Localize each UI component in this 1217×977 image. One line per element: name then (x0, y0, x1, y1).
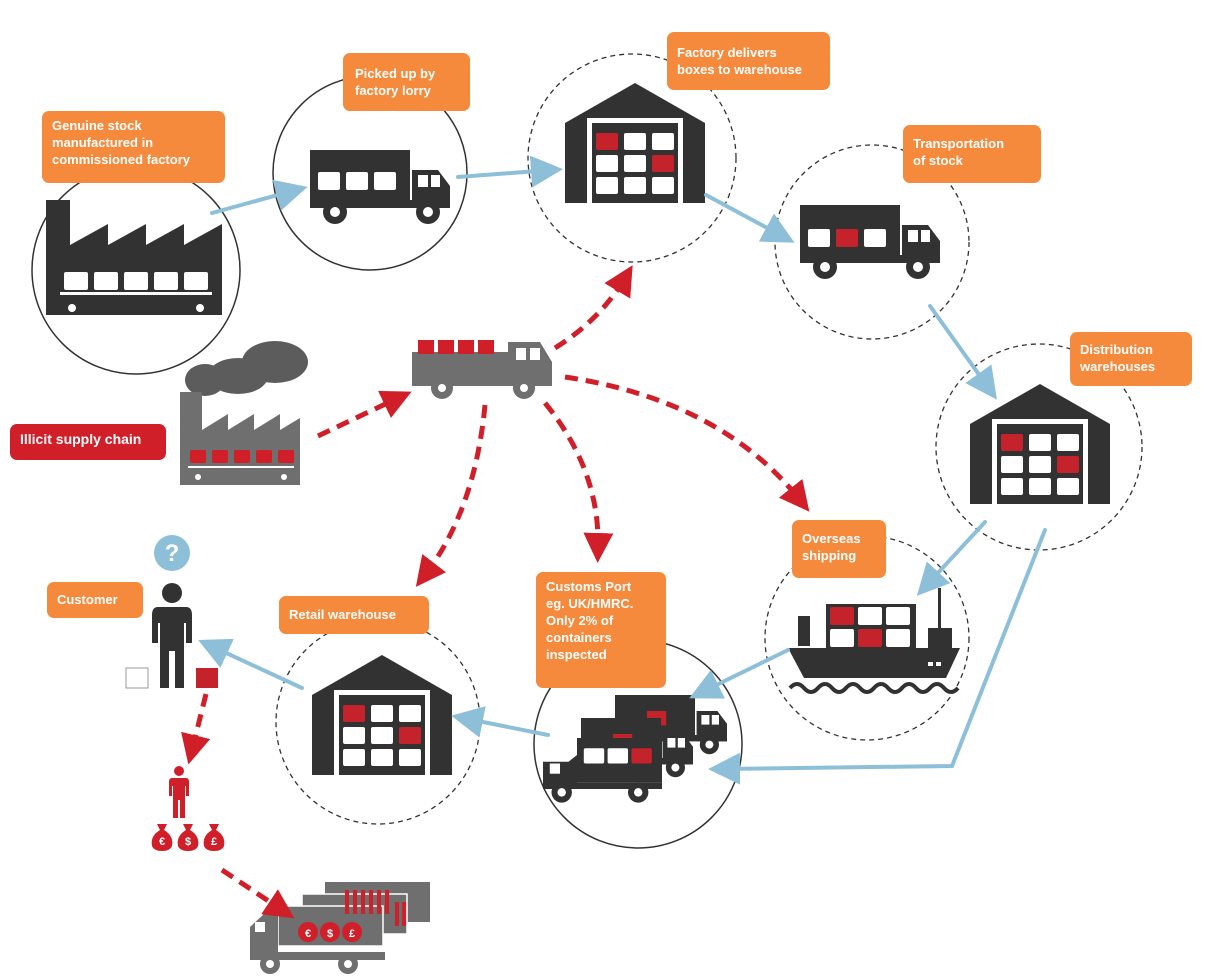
person-icon (152, 583, 192, 688)
label-picked-up: Picked up by factory lorry (343, 53, 470, 111)
warehouse-icon (565, 83, 705, 203)
currency-dollar: $ (185, 836, 191, 848)
smoke-cloud (185, 341, 308, 396)
illicit-flow-arrows (181, 265, 810, 919)
currency-pound: £ (211, 836, 217, 848)
warehouse-circle (527, 53, 737, 263)
lorry-icon (800, 205, 940, 279)
warehouse-icon (312, 655, 452, 775)
customs-lorries (543, 695, 727, 803)
final-lorries (250, 882, 430, 974)
person-icon (169, 766, 189, 818)
label-customs-port: Customs Port eg. UK/HMRC. Only 2% of con… (536, 572, 666, 688)
money-bag-icon (151, 824, 225, 851)
factory-icon (46, 200, 222, 315)
currency-euro: € (305, 928, 311, 940)
label-genuine-stock: Genuine stock manufactured in commission… (42, 111, 225, 183)
label-factory-delivers: Factory delivers boxes to warehouse (667, 32, 830, 90)
label-transportation: Transportation of stock (903, 125, 1041, 183)
transport-circle (774, 144, 970, 340)
label-illicit-supply-chain: Illicit supply chain (10, 424, 166, 460)
label-retail-warehouse: Retail warehouse (279, 596, 429, 634)
distribution-circle (935, 343, 1143, 551)
genuine-flow-arrows (198, 155, 1047, 785)
label-distribution: Distribution warehouses (1070, 332, 1192, 386)
warehouse-icon (970, 384, 1110, 504)
currency-dollar: $ (327, 928, 333, 940)
customer-box-outline (125, 667, 149, 689)
label-customer: Customer (47, 582, 143, 618)
label-overseas-shipping: Overseas shipping (792, 520, 886, 578)
question-mark: ? (165, 540, 180, 567)
lorry-icon (310, 150, 450, 224)
ship-icon (788, 588, 960, 694)
customer-box-red (196, 668, 218, 688)
currency-euro: € (159, 836, 165, 848)
currency-pound: £ (349, 928, 355, 940)
lorry-icon (412, 340, 552, 399)
factory-icon (180, 392, 300, 485)
question-icon (154, 535, 190, 571)
